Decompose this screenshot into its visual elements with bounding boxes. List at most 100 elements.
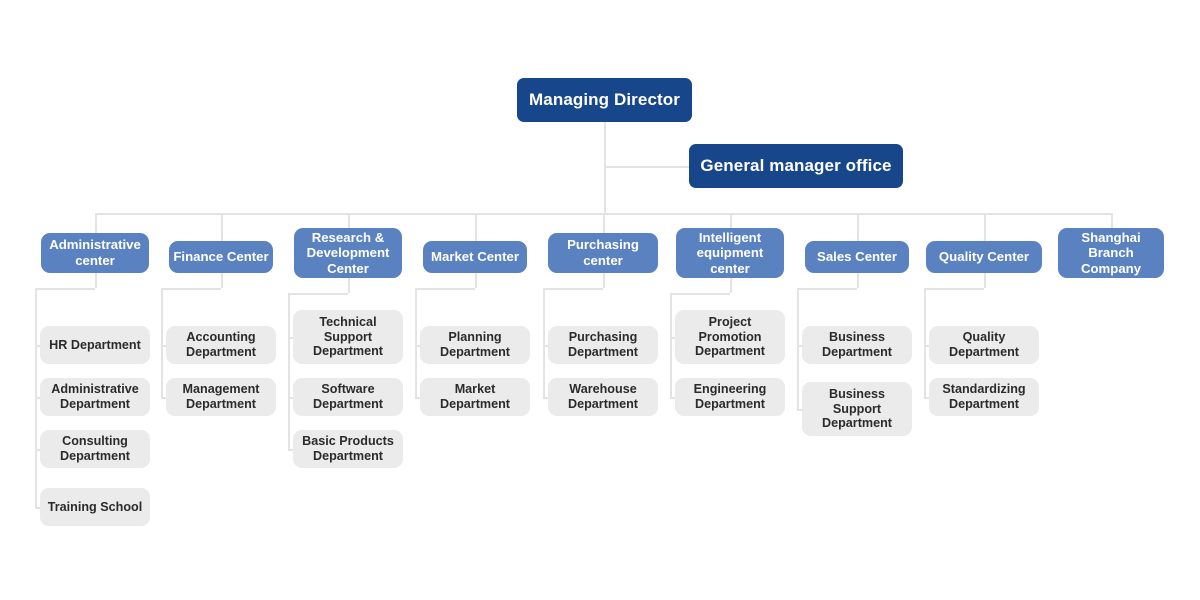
node-label: Basic Products Department	[302, 434, 394, 463]
connector-line-vertical	[1111, 213, 1113, 228]
node-center[interactable]: Shanghai Branch Company	[1058, 228, 1164, 278]
connector-line-vertical	[924, 288, 926, 397]
connector-line-horizontal	[161, 288, 221, 290]
node-general-manager-office[interactable]: General manager office	[689, 144, 903, 188]
node-department[interactable]: Standardizing Department	[929, 378, 1039, 416]
node-department[interactable]: Technical Support Department	[293, 310, 403, 364]
connector-line-horizontal	[161, 397, 166, 399]
connector-line-vertical	[161, 288, 163, 397]
node-label: Administrative Department	[51, 382, 139, 411]
connector-line-vertical	[221, 273, 223, 288]
node-label: General manager office	[700, 155, 892, 175]
node-label: Training School	[47, 499, 143, 514]
node-label: Administrative center	[49, 237, 141, 268]
node-center[interactable]: Administrative center	[41, 233, 149, 273]
node-center[interactable]: Purchasing center	[548, 233, 658, 273]
connector-line-vertical	[984, 213, 986, 241]
node-department[interactable]: Business Department	[802, 326, 912, 364]
connector-line-horizontal	[924, 345, 929, 347]
connector-line-vertical	[95, 213, 97, 233]
node-label: Managing Director	[529, 89, 680, 109]
node-department[interactable]: Planning Department	[420, 326, 530, 364]
node-center[interactable]: Quality Center	[926, 241, 1042, 273]
node-label: Warehouse Department	[568, 382, 638, 411]
connector-line-horizontal	[35, 397, 40, 399]
connector-line-horizontal	[415, 288, 475, 290]
connector-line-horizontal	[924, 288, 984, 290]
node-label: Sales Center	[817, 249, 897, 265]
node-label: Market Center	[431, 249, 519, 265]
connector-line-vertical	[288, 293, 290, 449]
node-label: Finance Center	[173, 249, 269, 265]
connector-line-vertical	[415, 288, 417, 397]
node-center[interactable]: Research & Development Center	[294, 228, 402, 278]
node-department[interactable]: Warehouse Department	[548, 378, 658, 416]
node-label: Shanghai Branch Company	[1080, 229, 1142, 276]
node-department[interactable]: Purchasing Department	[548, 326, 658, 364]
node-label: Management Department	[182, 382, 260, 411]
connector-line-horizontal	[35, 345, 40, 347]
connector-line-horizontal	[161, 345, 166, 347]
connector-line-vertical	[348, 213, 350, 228]
node-department[interactable]: Quality Department	[929, 326, 1039, 364]
connector-line-horizontal	[797, 288, 857, 290]
node-department[interactable]: HR Department	[40, 326, 150, 364]
connector-line-vertical	[221, 213, 223, 241]
connector-line-horizontal	[797, 345, 802, 347]
node-label: Business Department	[822, 330, 892, 359]
node-department[interactable]: Management Department	[166, 378, 276, 416]
connector-line-vertical	[730, 213, 732, 228]
connector-line-vertical	[857, 273, 859, 288]
connector-line-horizontal	[35, 507, 40, 509]
node-department[interactable]: Accounting Department	[166, 326, 276, 364]
connector-line-vertical	[475, 273, 477, 288]
connector-line-horizontal	[543, 345, 548, 347]
node-department[interactable]: Software Department	[293, 378, 403, 416]
node-label: Purchasing center	[567, 237, 639, 268]
node-label: Software Department	[313, 382, 383, 411]
node-label: Technical Support Department	[313, 314, 383, 359]
connector-line-horizontal	[543, 288, 603, 290]
connector-line-horizontal	[288, 337, 293, 339]
node-department[interactable]: Administrative Department	[40, 378, 150, 416]
connector-line-horizontal	[288, 449, 293, 451]
node-department[interactable]: Market Department	[420, 378, 530, 416]
node-center[interactable]: Intelligent equipment center	[676, 228, 784, 278]
node-label: Purchasing Department	[568, 330, 638, 359]
connector-line-horizontal	[670, 293, 730, 295]
node-department[interactable]: Training School	[40, 488, 150, 526]
node-center[interactable]: Finance Center	[169, 241, 273, 273]
node-department[interactable]: Project Promotion Department	[675, 310, 785, 364]
connector-line-horizontal	[797, 409, 802, 411]
node-label: Market Department	[440, 382, 510, 411]
node-department[interactable]: Consulting Department	[40, 430, 150, 468]
node-center[interactable]: Sales Center	[805, 241, 909, 273]
node-department[interactable]: Engineering Department	[675, 378, 785, 416]
connector-line-horizontal	[35, 449, 40, 451]
node-label: Planning Department	[440, 330, 510, 359]
node-label: Quality Center	[938, 249, 1030, 265]
node-department[interactable]: Business Support Department	[802, 382, 912, 436]
connector-line-horizontal	[924, 397, 929, 399]
connector-line-horizontal	[288, 293, 348, 295]
connector-line-vertical	[797, 288, 799, 409]
connector-line-horizontal	[604, 166, 689, 168]
connector-line-horizontal	[288, 397, 293, 399]
node-center[interactable]: Market Center	[423, 241, 527, 273]
connector-line-vertical	[475, 213, 477, 241]
node-label: HR Department	[49, 337, 141, 352]
node-label: Consulting Department	[60, 434, 130, 463]
node-label: Engineering Department	[693, 382, 767, 411]
node-managing-director[interactable]: Managing Director	[517, 78, 692, 122]
connector-line-vertical	[95, 273, 97, 288]
connector-line-vertical	[670, 293, 672, 397]
connector-line-horizontal	[35, 288, 95, 290]
connector-line-vertical	[984, 273, 986, 288]
node-label: Intelligent equipment center	[696, 229, 764, 276]
node-department[interactable]: Basic Products Department	[293, 430, 403, 468]
connector-line-horizontal	[670, 397, 675, 399]
connector-line-horizontal	[543, 397, 548, 399]
node-label: Research & Development Center	[306, 229, 390, 276]
connector-line-vertical	[857, 213, 859, 241]
